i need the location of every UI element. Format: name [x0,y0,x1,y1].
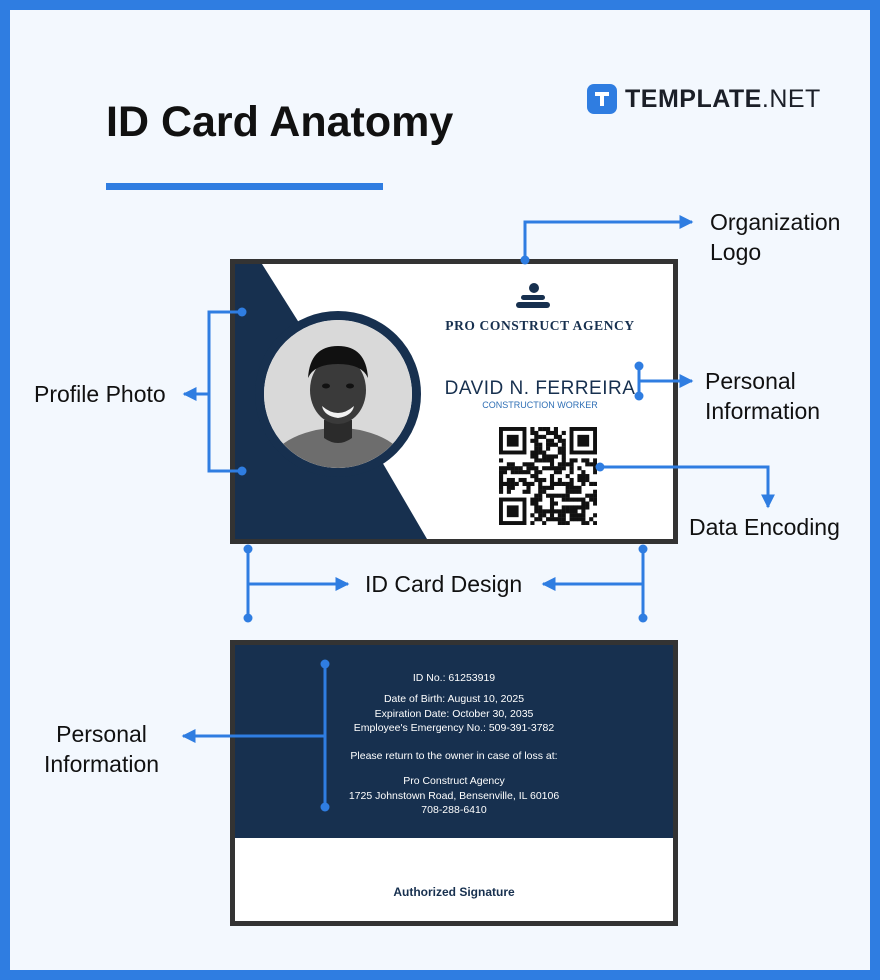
qr-code-icon [499,427,597,525]
authorized-signature: Authorized Signature [393,885,515,899]
annotation-connectors [181,215,775,812]
profile-photo [255,311,421,477]
diagram-canvas: ID Card Anatomy TEMPLATE.NET Organizatio… [10,10,870,970]
person-name: DAVID N. FERREIRA [444,378,636,399]
label-profile-photo: Profile Photo [34,381,166,407]
id-card-back: ID No.: 61253919 Date of Birth: August 1… [230,640,678,926]
brand-logo: TEMPLATE.NET [587,83,821,115]
arrow-organization-logo [523,215,694,260]
agency-name: Pro Construct Agency [403,775,505,787]
return-note: Please return to the owner in case of lo… [350,750,558,762]
card-back-info-panel: ID No.: 61253919 Date of Birth: August 1… [235,645,673,838]
agency-address: 1725 Johnstown Road, Bensenville, IL 601… [348,790,560,802]
brand-name: TEMPLATE.NET [625,84,821,113]
date-of-birth: Date of Birth: August 10, 2025 [383,693,525,705]
id-number: ID No.: 61253919 [412,672,496,684]
label-personal-information-front: Personal Information [705,368,821,424]
label-personal-information-back: Personal Information [44,721,160,777]
emergency-number: Employee's Emergency No.: 509-391-3782 [353,722,555,734]
agency-phone: 708-288-6410 [421,804,487,816]
label-id-card-design: ID Card Design [365,571,523,597]
label-organization-logo: Organization Logo [710,209,841,265]
bracket-profile-photo [207,310,242,473]
page-title: ID Card Anatomy [106,98,454,146]
title-underline [106,183,383,190]
organization-name: PRO CONSTRUCT AGENCY [445,318,635,333]
expiration-date: Expiration Date: October 30, 2035 [374,708,534,720]
organization-logo-icon [516,283,550,308]
label-data-encoding: Data Encoding [689,514,840,540]
template-logo-icon [587,84,617,114]
person-role: CONSTRUCTION WORKER [482,400,598,410]
arrow-data-encoding [600,465,775,509]
id-card-front: PRO CONSTRUCT AGENCY DAVID N. FERREIRA C… [230,259,678,544]
